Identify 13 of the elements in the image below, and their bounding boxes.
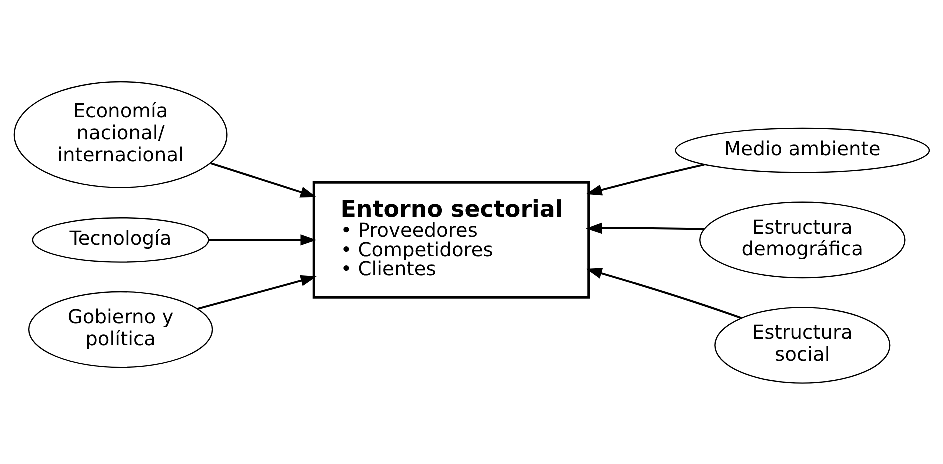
arrow — [208, 234, 316, 246]
node-box: Entorno sectorial • Proveedores • Competidores • Clientes — [312, 181, 590, 298]
arrow — [586, 268, 742, 319]
arrow — [586, 163, 704, 196]
node-ellipse: Gobierno y política — [28, 290, 213, 368]
node-ellipse: Estructura demográfica — [699, 201, 906, 278]
arrow — [586, 222, 704, 234]
node-ellipse: Estructura social — [714, 306, 890, 384]
arrow — [196, 274, 316, 310]
arrow — [210, 162, 316, 198]
node-ellipse: Medio ambiente — [674, 127, 930, 173]
node-ellipse: Tecnología — [32, 216, 209, 262]
node-ellipse: Economía nacional/ internacional — [13, 80, 228, 188]
